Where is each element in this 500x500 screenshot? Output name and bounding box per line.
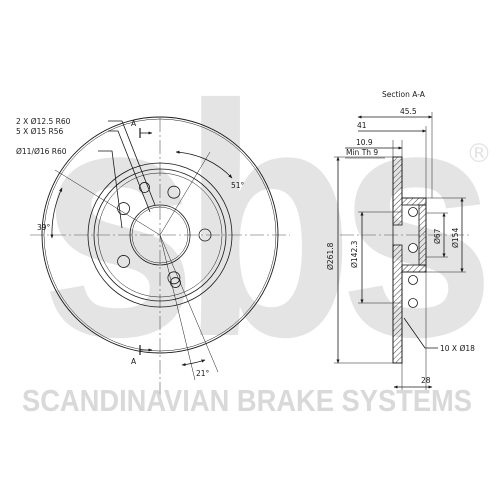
front-view: [30, 116, 290, 400]
angle-51-arc: [175, 150, 233, 179]
section-hole: [408, 207, 418, 217]
label-holes-b: 5 X Ø15 R56: [16, 127, 63, 136]
dim-disc-thickness: 10.9: [356, 138, 373, 147]
dim-bolt-circle: Ø142.3: [350, 240, 359, 268]
section-hat-face: [418, 204, 427, 266]
angle-21-ray-b: [159, 234, 219, 373]
center-bore: [129, 204, 191, 266]
center-bore-chamfer: [131, 206, 189, 264]
angle-21-ray-a: [159, 234, 196, 381]
section-hat-wall-top: [401, 197, 427, 206]
section-disc-bottom: [392, 244, 403, 364]
registered-mark: ®: [466, 139, 492, 169]
aux-hole: [139, 182, 150, 193]
label-holes-c: Ø11/Ø16 R60: [16, 147, 67, 156]
front-view-labels: 2 X Ø12.5 R60 5 X Ø15 R56 Ø11/Ø16 R60 A …: [16, 117, 245, 378]
label-angle-21: 21°: [196, 369, 210, 378]
label-holes-a: 2 X Ø12.5 R60: [16, 117, 71, 126]
leader-line-holes-a: [108, 120, 156, 206]
dim-total-width: 45.5: [400, 107, 417, 116]
aux-hole-group: [139, 182, 181, 288]
dim-section-holes: 10 X Ø18: [440, 344, 475, 353]
company-name-watermark: SCANDINAVIAN BRAKE SYSTEMS: [22, 383, 472, 418]
bolt-hole: [117, 255, 130, 268]
section-hat-wall-bottom: [401, 264, 427, 273]
dim-offset: 41: [357, 121, 367, 130]
dim-hat-depth: 28: [421, 376, 431, 385]
angle-39-arc: [50, 187, 63, 239]
bolt-hole: [167, 271, 181, 285]
disc-outer-chamfer: [43, 118, 277, 352]
disc-outer-edge: [41, 116, 279, 354]
dim-hat-diameter: Ø154: [451, 228, 460, 248]
section-marker-bottom-label: A: [131, 357, 137, 366]
leader-line-holes-b: [108, 130, 151, 213]
hat-inner-chamfer: [97, 172, 223, 298]
dim-outer-diameter: Ø261.8: [326, 242, 335, 270]
section-hole: [408, 243, 418, 253]
bolt-hole: [198, 228, 212, 242]
angle-21-arc: [181, 359, 206, 367]
section-title: Section A-A: [382, 90, 426, 99]
leader-line-section-holes: [403, 317, 438, 349]
angle-39-ray: [54, 169, 161, 236]
label-angle-51: 51°: [231, 181, 245, 190]
section-disc-top: [392, 156, 403, 226]
section-hole: [408, 298, 418, 308]
dim-min-thickness: Min Th 9: [346, 148, 378, 157]
bolt-hole: [167, 185, 181, 199]
label-angle-39: 39°: [37, 223, 51, 232]
dim-center-bore: Ø67: [433, 228, 442, 244]
section-view-labels: Section A-A 45.5 41 10.9 Min Th 9 Ø261.8…: [326, 90, 475, 385]
hat-inner-circle: [93, 168, 227, 302]
section-marker-top-label: A: [131, 119, 137, 128]
hat-outer-circle: [87, 162, 233, 308]
section-hole-group: [408, 207, 418, 308]
leader-line-holes-c: [98, 150, 123, 229]
aux-hole: [170, 277, 181, 288]
section-view: [334, 112, 470, 392]
section-hole: [408, 275, 418, 285]
